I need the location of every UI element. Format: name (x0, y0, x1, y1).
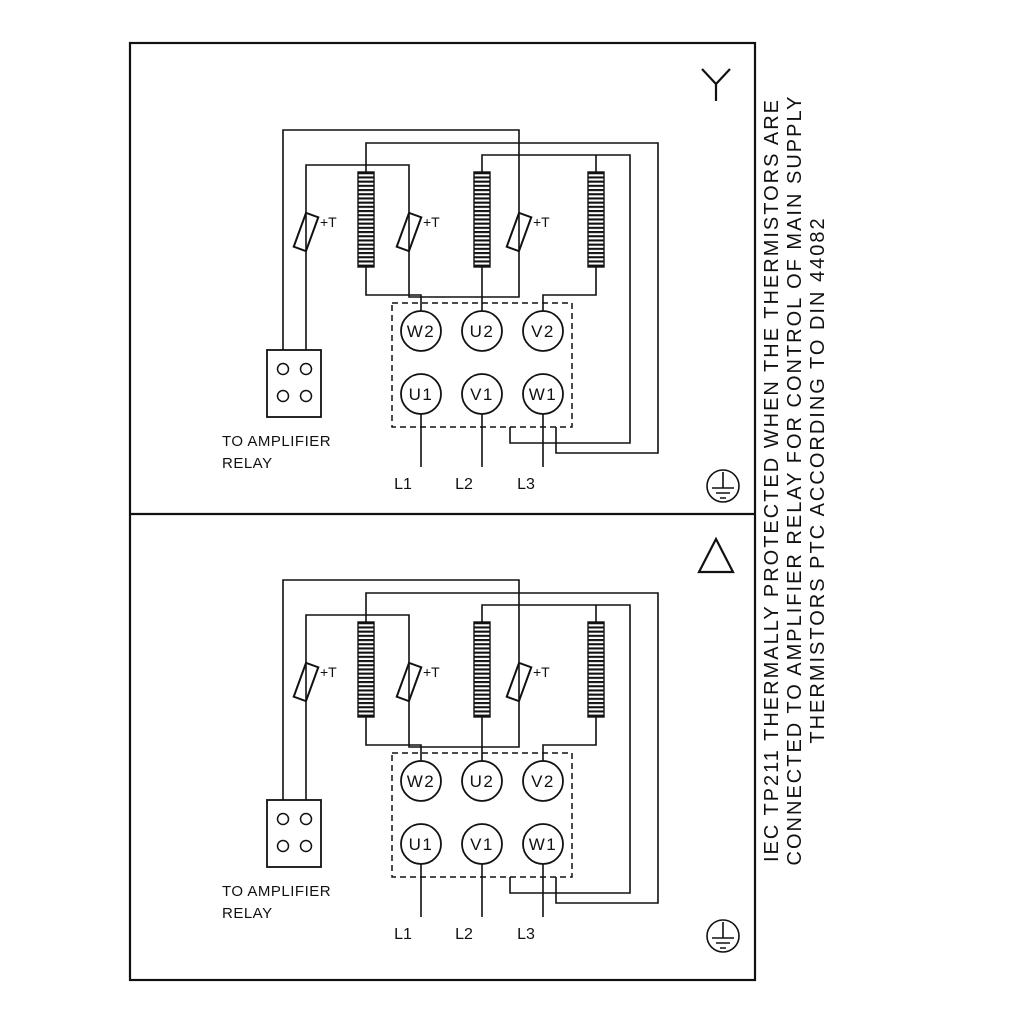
thermistor-label: +T (320, 214, 337, 230)
terminal-V2 (522, 760, 564, 802)
supply-label-L1: L1 (394, 476, 412, 493)
supply-label-L3: L3 (517, 926, 535, 943)
terminal-board (391, 752, 573, 878)
supply-label-L3: L3 (517, 476, 535, 493)
terminal-U2 (461, 310, 503, 352)
terminal-label-U1: U1 (409, 835, 434, 854)
terminal-U1 (400, 373, 442, 415)
relay-terminal (276, 839, 290, 853)
side-note-line-3: THERMISTORS PTC ACCORDING TO DIN 44082 (807, 216, 829, 743)
terminal-W2 (400, 310, 442, 352)
terminal-label-U1: U1 (409, 385, 434, 404)
panel-star: +T +T +T TO AMPLIFIER RELAY W2 U2 V2 (222, 129, 740, 503)
thermistor-2: +T (395, 661, 440, 703)
winding-coil-2 (473, 621, 491, 718)
winding-top-wires (365, 592, 659, 904)
thermistor-circuit-wire (282, 579, 520, 800)
relay-box (266, 799, 322, 868)
relay-box-outline (266, 799, 322, 868)
terminal-label-W2: W2 (407, 772, 436, 791)
thermistor-1: +T (292, 211, 337, 253)
terminal-W1 (522, 373, 564, 415)
thermistor-2: +T (395, 211, 440, 253)
relay-caption-line2: RELAY (222, 905, 273, 922)
panel-delta: +T +T +T TO AMPLIFIER RELAY W2 U2 V2 U1 (222, 579, 740, 953)
terminal-U2 (461, 760, 503, 802)
terminal-label-V1: V1 (470, 835, 494, 854)
terminal-V2 (522, 310, 564, 352)
delta-symbol-icon (697, 536, 735, 574)
terminal-label-V2: V2 (531, 772, 555, 791)
thermistor-icon (292, 211, 320, 253)
thermistor-label: +T (423, 214, 440, 230)
supply-label-L2: L2 (455, 476, 473, 493)
terminal-U1 (400, 823, 442, 865)
winding-coil-3 (587, 621, 605, 718)
terminal-label-W2: W2 (407, 322, 436, 341)
thermistor-circuit-wire (282, 129, 520, 350)
thermistor-label: +T (533, 664, 550, 680)
side-note-line-1: IEC TP211 THERMALLY PROTECTED WHEN THE T… (761, 98, 783, 862)
terminal-label-W1: W1 (529, 835, 558, 854)
terminal-label-V1: V1 (470, 385, 494, 404)
relay-box-outline (266, 349, 322, 418)
earth-ground-icon (706, 919, 740, 953)
terminal-board (391, 302, 573, 428)
relay-caption-line1: TO AMPLIFIER (222, 883, 331, 900)
relay-terminal (299, 839, 313, 853)
supply-label-L1: L1 (394, 926, 412, 943)
relay-terminal (276, 362, 290, 376)
supply-wires (420, 864, 544, 917)
winding-coil-2 (473, 171, 491, 268)
thermistor-label: +T (533, 214, 550, 230)
winding-terminal-wires (365, 267, 597, 311)
relay-terminal (276, 389, 290, 403)
diagram-border (128, 41, 757, 982)
thermistor-1: +T (292, 661, 337, 703)
thermistor-label: +T (423, 664, 440, 680)
relay-terminal (299, 812, 313, 826)
thermistor-label: +T (320, 664, 337, 680)
earth-ground-icon (706, 469, 740, 503)
terminal-label-U2: U2 (470, 322, 495, 341)
terminal-W2 (400, 760, 442, 802)
supply-label-L2: L2 (455, 926, 473, 943)
terminal-label-W1: W1 (529, 385, 558, 404)
thermistor-icon (292, 661, 320, 703)
thermistor-icon (505, 661, 533, 703)
side-note: IEC TP211 THERMALLY PROTECTED WHEN THE T… (761, 95, 829, 866)
winding-coil-3 (587, 171, 605, 268)
winding-terminal-wires (365, 717, 597, 761)
thermistor-icon (395, 211, 423, 253)
relay-caption-line2: RELAY (222, 455, 273, 472)
relay-terminal (299, 362, 313, 376)
winding-coil-1 (357, 621, 375, 718)
relay-caption-line1: TO AMPLIFIER (222, 433, 331, 450)
terminal-W1 (522, 823, 564, 865)
winding-top-wires (365, 142, 659, 454)
side-note-line-2: CONNECTED TO AMPLIFIER RELAY FOR CONTROL… (784, 95, 806, 866)
terminal-V1 (461, 373, 503, 415)
thermistor-3: +T (505, 661, 550, 703)
terminal-label-U2: U2 (470, 772, 495, 791)
star-symbol-icon (701, 68, 731, 101)
relay-box (266, 349, 322, 418)
relay-terminal (299, 389, 313, 403)
thermistor-3: +T (505, 211, 550, 253)
winding-coil-1 (357, 171, 375, 268)
terminal-V1 (461, 823, 503, 865)
thermistor-icon (395, 661, 423, 703)
thermistor-icon (505, 211, 533, 253)
terminal-label-V2: V2 (531, 322, 555, 341)
relay-terminal (276, 812, 290, 826)
supply-wires (420, 414, 544, 467)
